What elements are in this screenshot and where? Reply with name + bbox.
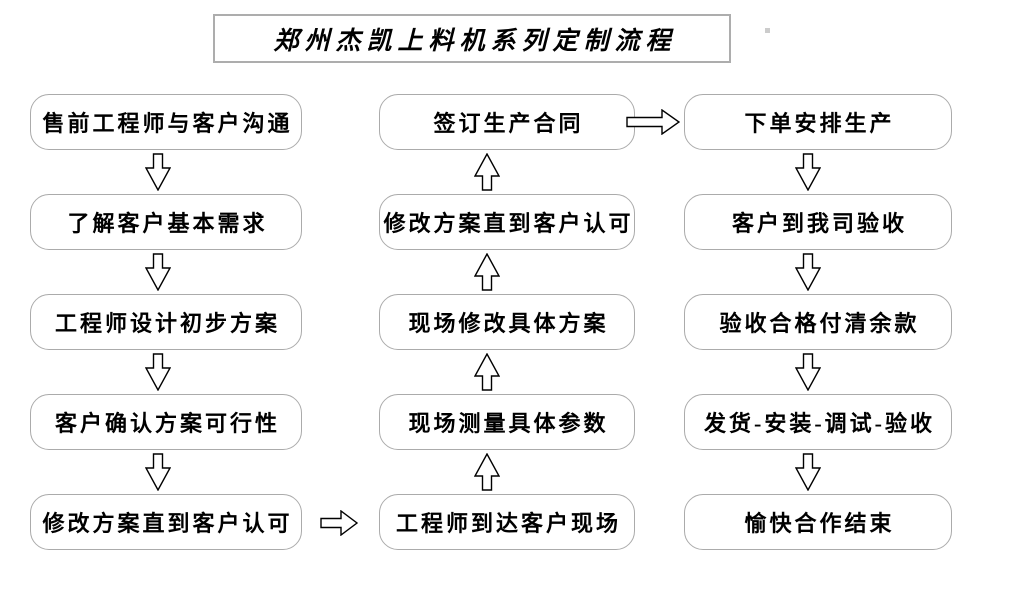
flow-step: 工程师到达客户现场: [379, 494, 635, 550]
flow-step: 现场修改具体方案: [379, 294, 635, 350]
arrow-down-icon: [145, 353, 171, 391]
connector: [320, 509, 359, 541]
connector: [30, 150, 302, 194]
connector: [684, 350, 952, 394]
connector: [379, 450, 635, 494]
connector: [684, 150, 952, 194]
flow-step: 了解客户基本需求: [30, 194, 302, 250]
page-title: 郑州杰凯上料机系列定制流程: [273, 27, 677, 55]
flow-step: 客户到我司验收: [684, 194, 952, 250]
title-box: 郑州杰凯上料机系列定制流程: [213, 14, 731, 63]
connector: [379, 350, 635, 394]
column-middle: 签订生产合同 修改方案直到客户认可 现场修改具体方案 现场测量具体参数 工程师到…: [379, 94, 635, 550]
connector: [30, 250, 302, 294]
flow-step: 售前工程师与客户沟通: [30, 94, 302, 150]
connector: [30, 350, 302, 394]
flow-step: 现场测量具体参数: [379, 394, 635, 450]
connector: [379, 150, 635, 194]
connector: [626, 108, 681, 140]
arrow-up-icon: [474, 453, 500, 491]
flow-step: 客户确认方案可行性: [30, 394, 302, 450]
arrow-down-icon: [795, 153, 821, 191]
arrow-up-icon: [474, 153, 500, 191]
connector: [30, 450, 302, 494]
flow-step: 验收合格付清余款: [684, 294, 952, 350]
connector: [684, 250, 952, 294]
flow-step: 下单安排生产: [684, 94, 952, 150]
flow-step: 修改方案直到客户认可: [30, 494, 302, 550]
arrow-up-icon: [474, 253, 500, 291]
flow-step: 愉快合作结束: [684, 494, 952, 550]
flow-step: 工程师设计初步方案: [30, 294, 302, 350]
stray-dot: [765, 28, 770, 33]
arrow-right-icon: [320, 509, 359, 537]
column-right: 下单安排生产 客户到我司验收 验收合格付清余款 发货-安装-调试-验收 愉快合作…: [684, 94, 952, 550]
column-left: 售前工程师与客户沟通 了解客户基本需求 工程师设计初步方案 客户确认方案可行性 …: [30, 94, 302, 550]
connector: [379, 250, 635, 294]
arrow-down-icon: [145, 253, 171, 291]
arrow-up-icon: [474, 353, 500, 391]
flow-step: 签订生产合同: [379, 94, 635, 150]
connector: [684, 450, 952, 494]
arrow-right-icon: [626, 108, 681, 136]
arrow-down-icon: [795, 353, 821, 391]
arrow-down-icon: [145, 453, 171, 491]
flow-step: 修改方案直到客户认可: [379, 194, 635, 250]
arrow-down-icon: [795, 253, 821, 291]
arrow-down-icon: [795, 453, 821, 491]
arrow-down-icon: [145, 153, 171, 191]
flow-step: 发货-安装-调试-验收: [684, 394, 952, 450]
